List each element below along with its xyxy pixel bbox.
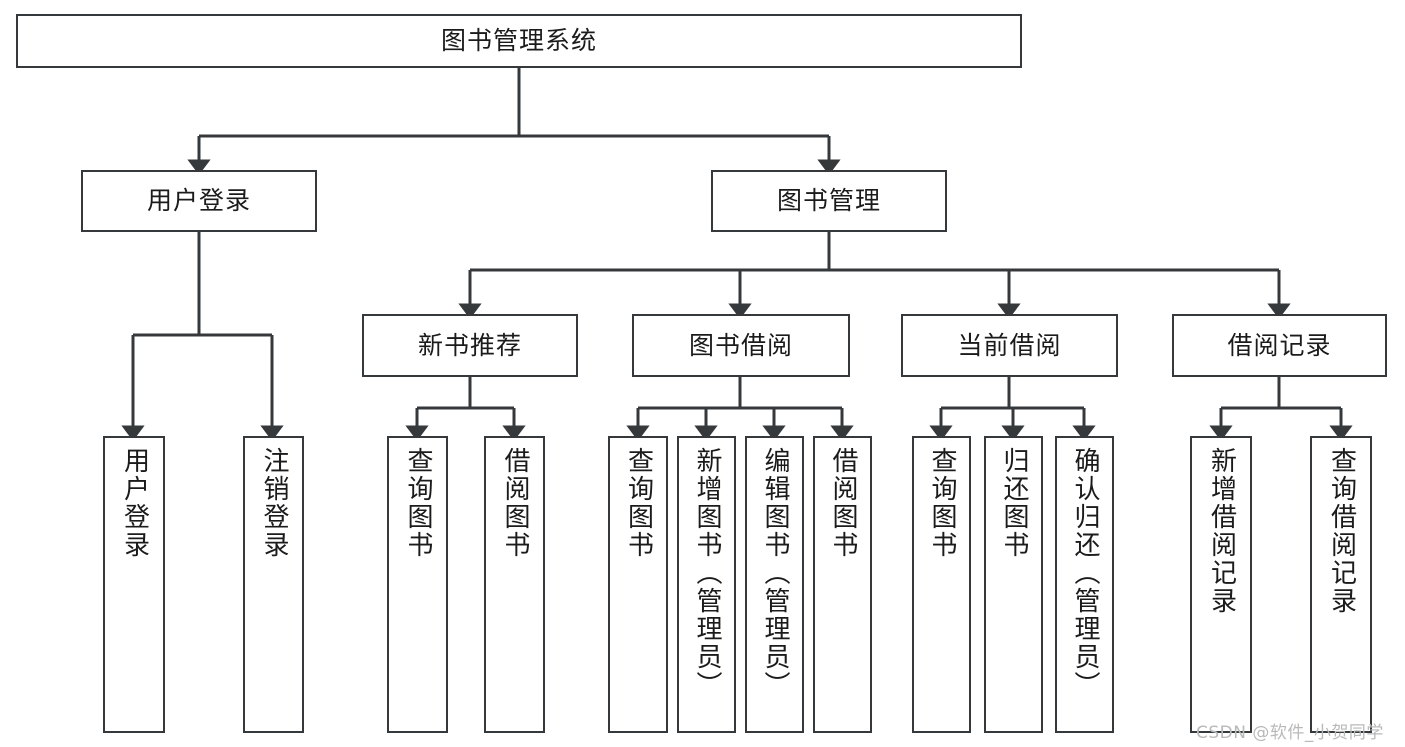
node-leaf-leaf-return-book: 归还图书 xyxy=(984,436,1043,733)
node-label: 借阅记录 xyxy=(1227,330,1332,360)
node-label: 注销登录 xyxy=(259,447,290,559)
node-level3-current-borrow: 当前借阅 xyxy=(901,314,1118,377)
node-label: 查询图书 xyxy=(623,447,654,559)
node-label: 用户登录 xyxy=(146,186,251,216)
node-leaf-leaf-borrow-book-2: 借阅图书 xyxy=(813,436,872,733)
node-leaf-leaf-logout: 注销登录 xyxy=(243,436,304,733)
node-label: 查询借阅记录 xyxy=(1326,447,1357,615)
node-leaf-leaf-add-record: 新增借阅记录 xyxy=(1190,436,1252,733)
node-level3-new-book-recommend: 新书推荐 xyxy=(362,314,578,377)
node-root-root: 图书管理系统 xyxy=(16,14,1022,68)
node-label: 图书管理 xyxy=(776,186,881,216)
node-label: 查询图书 xyxy=(403,447,434,559)
node-label: 新书推荐 xyxy=(417,330,522,360)
node-level2-user-login: 用户登录 xyxy=(81,170,317,232)
node-leaf-leaf-borrow-book-1: 借阅图书 xyxy=(484,436,545,733)
node-leaf-leaf-add-book: 新增图书（管理员） xyxy=(677,436,736,733)
node-label: 确认归还（管理员） xyxy=(1070,447,1101,699)
node-label: 查询图书 xyxy=(927,447,958,559)
node-label: 借阅图书 xyxy=(500,447,531,559)
node-label: 新增借阅记录 xyxy=(1206,447,1237,615)
node-label: 借阅图书 xyxy=(828,447,859,559)
node-label: 当前借阅 xyxy=(957,330,1062,360)
node-leaf-leaf-query-book-1: 查询图书 xyxy=(387,436,448,733)
node-label: 归还图书 xyxy=(999,447,1030,559)
node-label: 图书借阅 xyxy=(688,330,793,360)
csdn-watermark: CSDN @软件_小贺同学 xyxy=(1196,723,1384,743)
node-level3-book-borrow: 图书借阅 xyxy=(632,314,850,377)
node-leaf-leaf-query-record: 查询借阅记录 xyxy=(1310,436,1372,733)
node-label: 新增图书（管理员） xyxy=(692,447,723,699)
node-leaf-leaf-user-login: 用户登录 xyxy=(103,436,165,733)
node-label: 用户登录 xyxy=(119,447,150,559)
node-leaf-leaf-confirm-return: 确认归还（管理员） xyxy=(1055,436,1114,733)
node-label: 图书管理系统 xyxy=(440,26,597,56)
node-leaf-leaf-query-book-2: 查询图书 xyxy=(608,436,668,733)
node-level3-borrow-record: 借阅记录 xyxy=(1172,314,1387,377)
node-label: 编辑图书（管理员） xyxy=(760,447,791,699)
node-level2-book-manage: 图书管理 xyxy=(711,170,947,232)
node-leaf-leaf-query-book-3: 查询图书 xyxy=(912,436,971,733)
node-leaf-leaf-edit-book: 编辑图书（管理员） xyxy=(745,436,804,733)
